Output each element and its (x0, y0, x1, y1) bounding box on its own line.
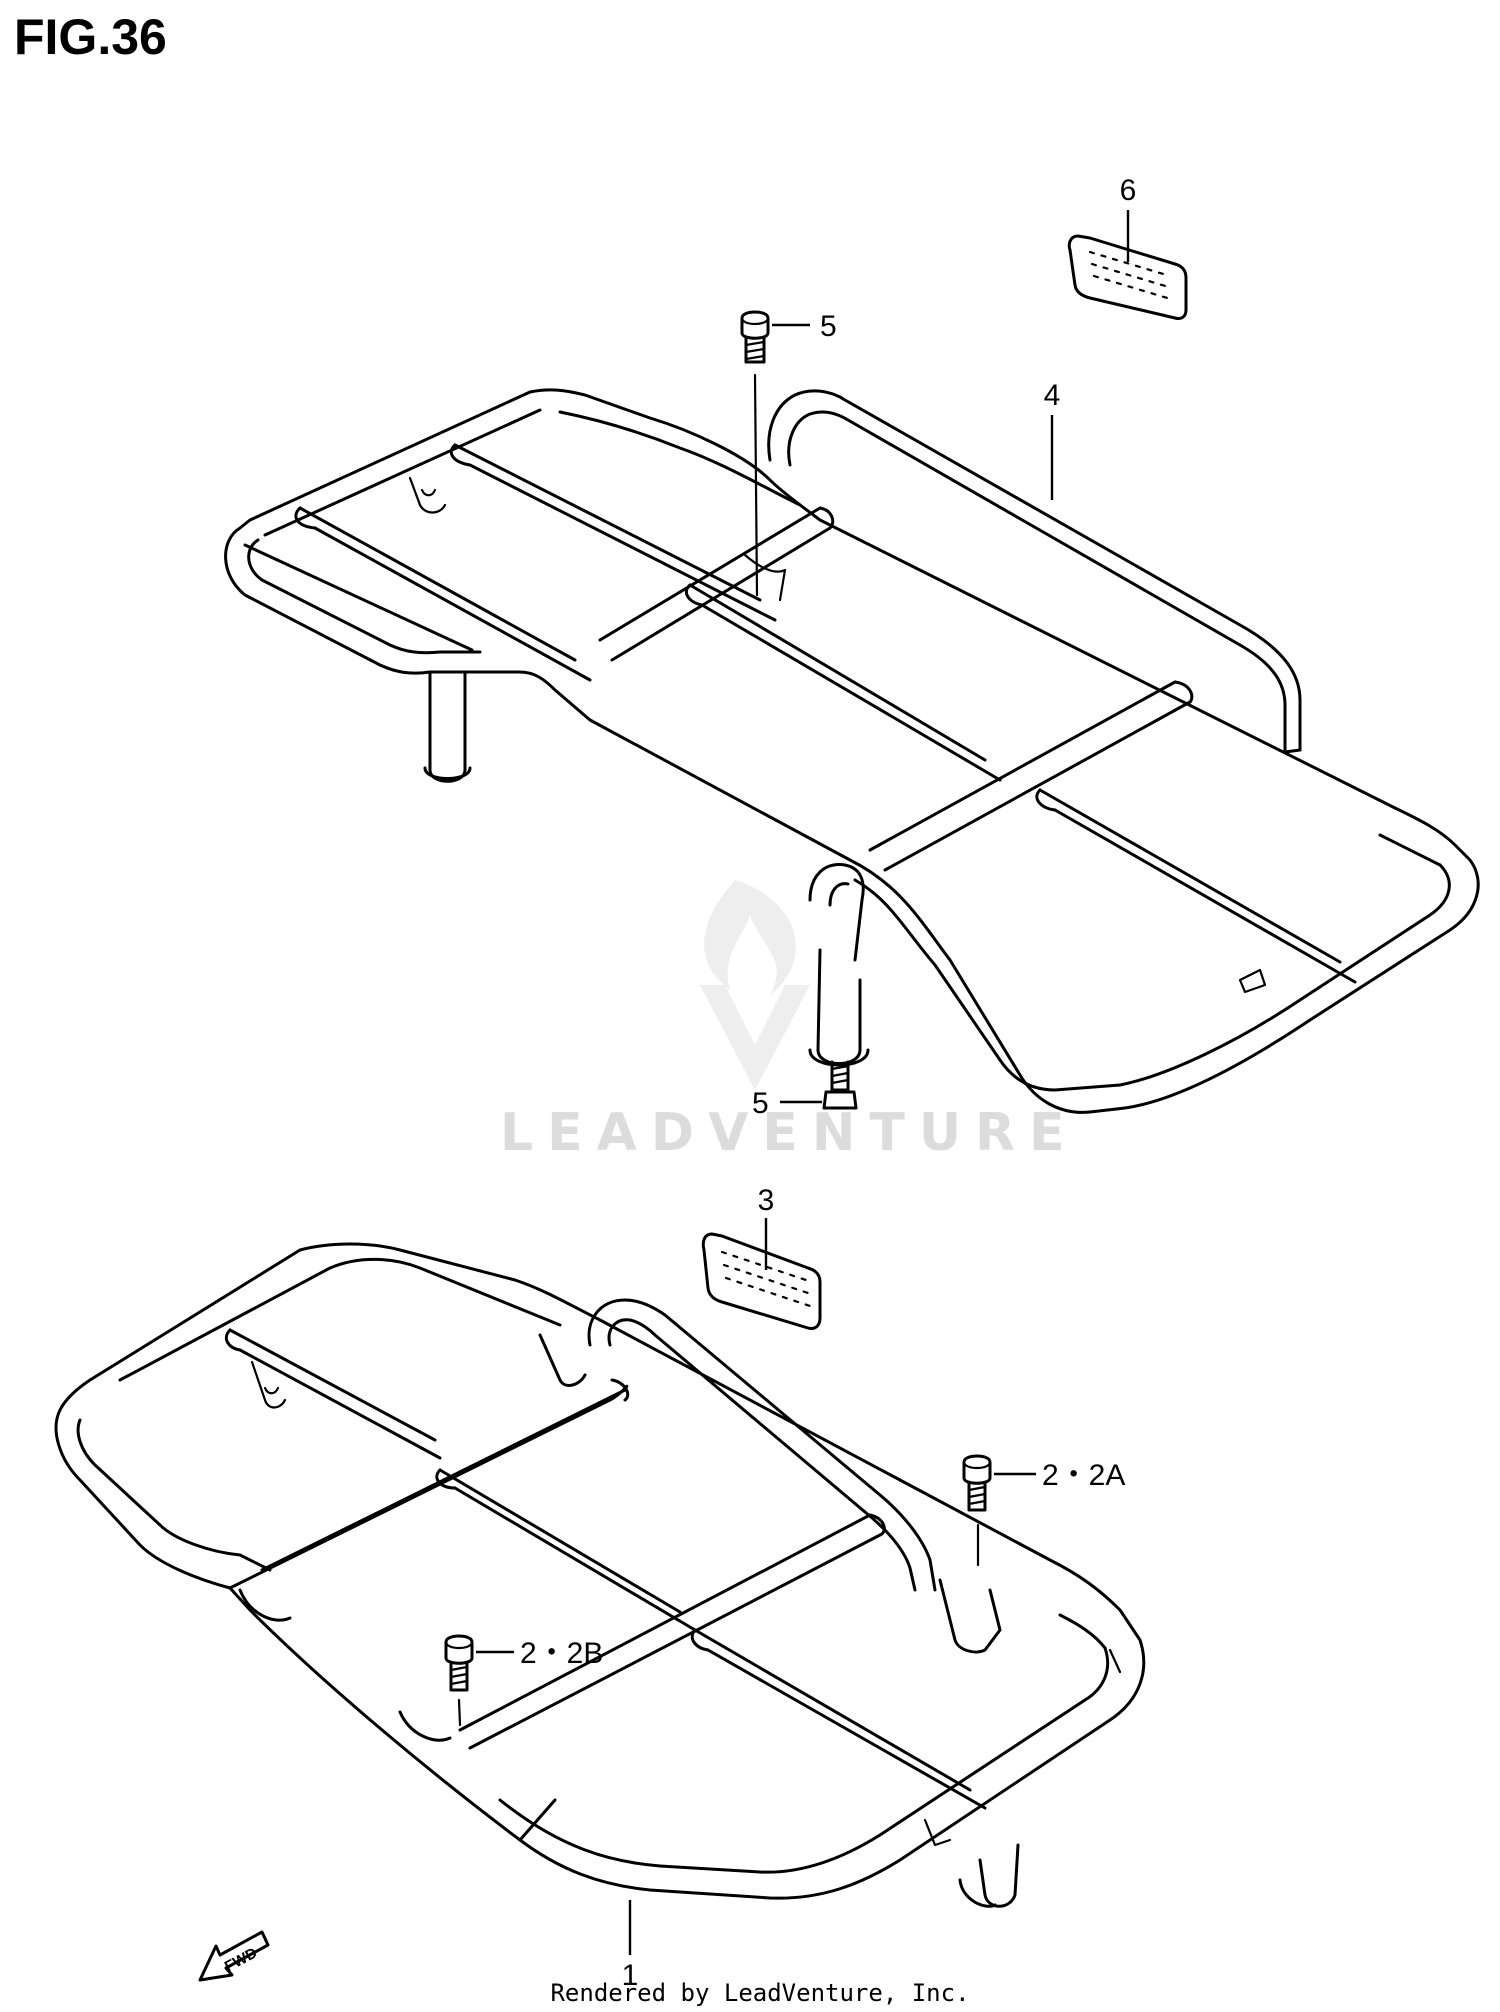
bolt-2a (962, 1454, 992, 1512)
watermark: LEADVENTURE (500, 880, 1079, 1163)
callout-6: 6 (1120, 174, 1137, 207)
footer-credit: Rendered by LeadVenture, Inc. (550, 1979, 969, 2007)
callout-5-top: 5 (820, 310, 837, 343)
fwd-arrow-icon: FWD (198, 1930, 270, 1982)
bolt-2b (444, 1634, 474, 1692)
watermark-text: LEADVENTURE (500, 1103, 1079, 1163)
rear-carrier-rack (54, 1242, 1146, 1908)
label-plate-3 (701, 1232, 822, 1330)
bolt-5-bottom (822, 1060, 858, 1110)
flame-logo-icon (704, 880, 796, 995)
callout-5-bottom: 5 (752, 1087, 769, 1120)
callout-3: 3 (758, 1184, 775, 1217)
callout-1: 1 (622, 1959, 639, 1992)
callout-2-2a: 2・2A (1042, 1459, 1125, 1492)
figure-title: FIG.36 (14, 9, 167, 65)
front-carrier-rack (224, 388, 1480, 1114)
label-plate-6 (1067, 234, 1188, 320)
bolt-5-top (740, 310, 770, 364)
callout-2-2b: 2・2B (520, 1637, 603, 1670)
fwd-label: FWD (222, 1944, 260, 1975)
callout-4: 4 (1044, 379, 1061, 412)
v-logo-icon (700, 985, 810, 1090)
